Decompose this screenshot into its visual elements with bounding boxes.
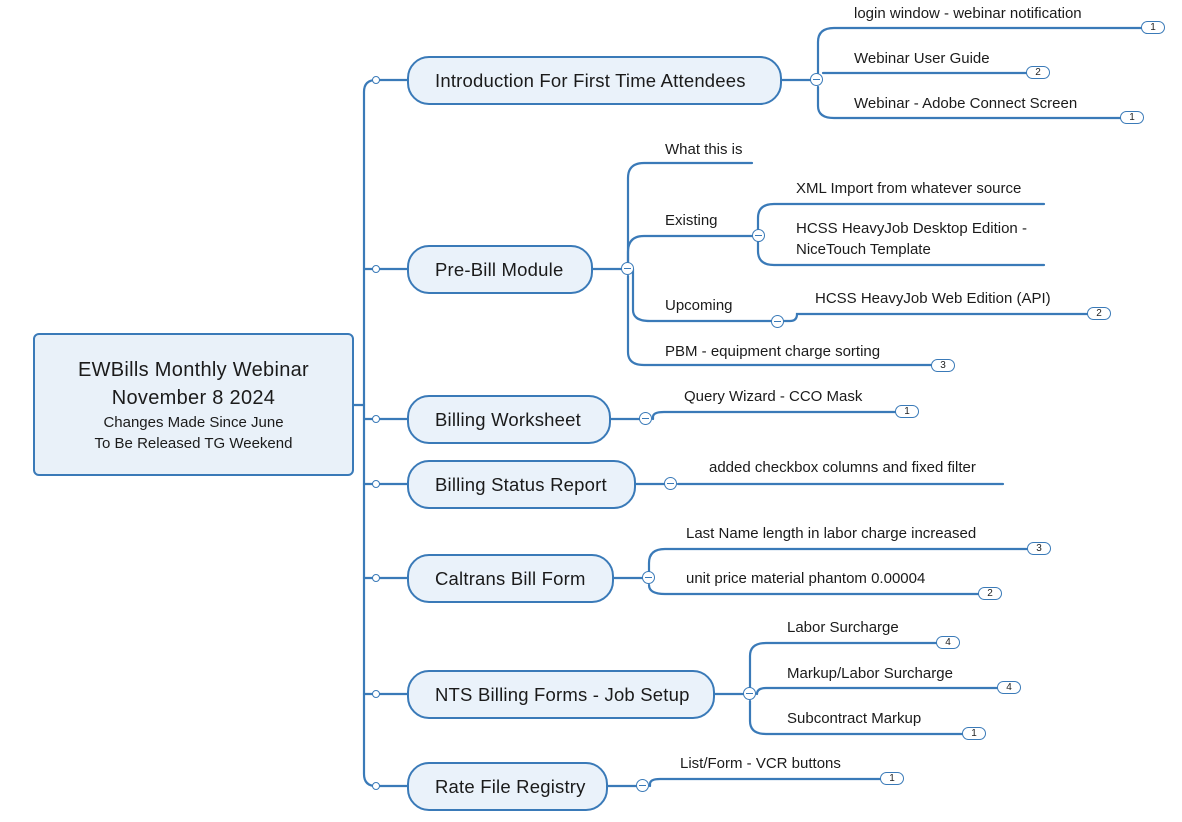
subtopic-label[interactable]: XML Import from whatever source [796, 180, 1022, 197]
connector-dot [372, 415, 380, 423]
collapse-toggle[interactable] [642, 571, 655, 584]
subtopic-label[interactable]: List/Form - VCR buttons [680, 755, 841, 772]
connector-dot [372, 574, 380, 582]
topic-pre-bill-module[interactable]: Pre-Bill Module [407, 245, 593, 294]
topic-label: Introduction For First Time Attendees [435, 69, 746, 91]
subtopic-label[interactable]: Last Name length in labor charge increas… [686, 525, 977, 542]
connector-dot [372, 76, 380, 84]
central-topic-subtitle-line2: To Be Released TG Weekend [94, 434, 293, 452]
subtopic-label[interactable]: HCSS HeavyJob Web Edition (API) [815, 290, 1051, 307]
topic-label: Rate File Registry [435, 775, 586, 797]
connector-dot [372, 265, 380, 273]
topic-label: Billing Worksheet [435, 408, 581, 430]
collapse-toggle[interactable] [636, 779, 649, 792]
subtopic-label[interactable]: Query Wizard - CCO Mask [684, 388, 863, 405]
count-badge[interactable]: 2 [978, 587, 1002, 600]
topic-label: Billing Status Report [435, 473, 607, 495]
connector-dot [372, 480, 380, 488]
topic-rate-file-registry[interactable]: Rate File Registry [407, 762, 608, 811]
connector-dot [372, 782, 380, 790]
subtopic-label[interactable]: added checkbox columns and fixed filter [709, 459, 976, 476]
count-badge[interactable]: 3 [931, 359, 955, 372]
count-badge[interactable]: 1 [1120, 111, 1144, 124]
count-badge[interactable]: 2 [1026, 66, 1050, 79]
count-badge[interactable]: 4 [997, 681, 1021, 694]
collapse-toggle[interactable] [743, 687, 756, 700]
subtopic-label[interactable]: Labor Surcharge [787, 619, 899, 636]
count-badge[interactable]: 1 [895, 405, 919, 418]
topic-nts-billing-forms[interactable]: NTS Billing Forms - Job Setup [407, 670, 715, 719]
subtopic-label[interactable]: Webinar - Adobe Connect Screen [854, 95, 1078, 112]
subtopic-label-line2[interactable]: NiceTouch Template [796, 241, 931, 258]
central-topic-subtitle-line1: Changes Made Since June [103, 413, 284, 431]
collapse-toggle[interactable] [752, 229, 765, 242]
count-badge[interactable]: 2 [1087, 307, 1111, 320]
central-topic[interactable]: EWBills Monthly Webinar November 8 2024 … [33, 333, 354, 476]
subtopic-label-line1[interactable]: HCSS HeavyJob Desktop Edition - [796, 220, 1027, 237]
central-topic-title-line1: EWBills Monthly Webinar [77, 358, 310, 381]
subtopic-label[interactable]: Markup/Labor Surcharge [787, 665, 953, 682]
collapse-toggle[interactable] [664, 477, 677, 490]
count-badge[interactable]: 4 [936, 636, 960, 649]
subtopic-label[interactable]: What this is [665, 141, 743, 158]
topic-label: NTS Billing Forms - Job Setup [435, 683, 690, 705]
subtopic-label[interactable]: Upcoming [665, 297, 733, 314]
subtopic-label[interactable]: Webinar User Guide [854, 50, 990, 67]
subtopic-label[interactable]: Existing [665, 212, 718, 229]
subtopic-label[interactable]: Subcontract Markup [787, 710, 922, 727]
topic-label: Pre-Bill Module [435, 258, 564, 280]
topic-caltrans-bill-form[interactable]: Caltrans Bill Form [407, 554, 614, 603]
central-topic-title-line2: November 8 2024 [111, 386, 276, 409]
count-badge[interactable]: 1 [1141, 21, 1165, 34]
collapse-toggle[interactable] [810, 73, 823, 86]
topic-billing-status-report[interactable]: Billing Status Report [407, 460, 636, 509]
collapse-toggle[interactable] [639, 412, 652, 425]
collapse-toggle[interactable] [771, 315, 784, 328]
subtopic-label[interactable]: login window - webinar notification [854, 5, 1082, 22]
topic-label: Caltrans Bill Form [435, 567, 586, 589]
subtopic-label[interactable]: PBM - equipment charge sorting [665, 343, 881, 360]
topic-billing-worksheet[interactable]: Billing Worksheet [407, 395, 611, 444]
count-badge[interactable]: 3 [1027, 542, 1051, 555]
connector-dot [372, 690, 380, 698]
topic-introduction[interactable]: Introduction For First Time Attendees [407, 56, 782, 105]
count-badge[interactable]: 1 [962, 727, 986, 740]
collapse-toggle[interactable] [621, 262, 634, 275]
subtopic-label[interactable]: unit price material phantom 0.00004 [686, 570, 926, 587]
count-badge[interactable]: 1 [880, 772, 904, 785]
